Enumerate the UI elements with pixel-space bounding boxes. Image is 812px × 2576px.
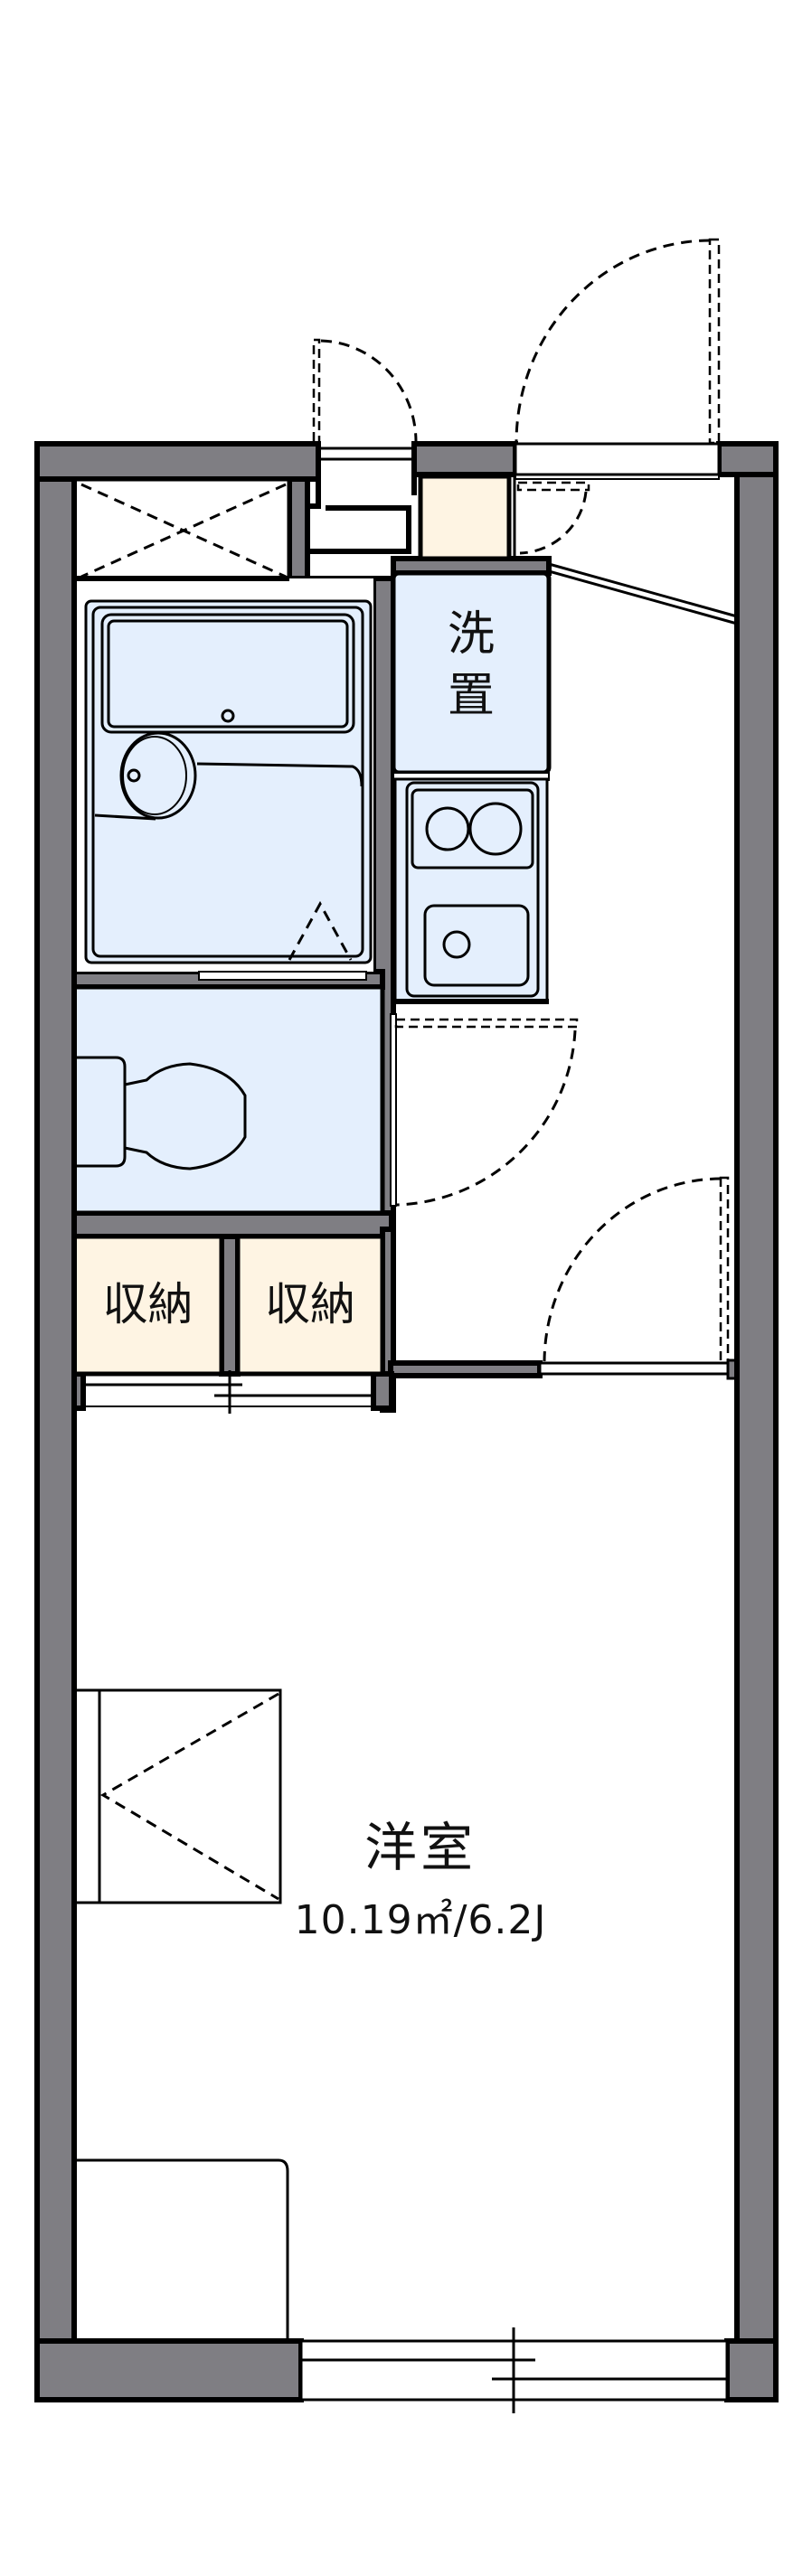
western-room-area: 10.19㎡/6.2J xyxy=(294,1897,547,1943)
storage-right-label: 収納 xyxy=(265,1278,355,1330)
toilet-bowl xyxy=(76,1056,247,1170)
room-closet xyxy=(72,1688,282,1904)
service-door xyxy=(312,338,418,445)
storage-closets xyxy=(71,1234,385,1414)
lower-left-fixture xyxy=(74,2158,289,2341)
unit-bath xyxy=(74,576,373,981)
toilet-room xyxy=(71,984,579,1216)
washer-label-line2: 置 xyxy=(447,669,495,723)
inner-outlines xyxy=(71,475,740,2341)
washbasin xyxy=(94,731,364,821)
washer-label-line1: 洗 xyxy=(447,607,495,662)
exterior-walls xyxy=(34,441,779,2402)
balcony-window xyxy=(299,2327,729,2413)
entrance-door xyxy=(514,238,721,476)
bathtub xyxy=(100,613,355,734)
storage-left-label: 収納 xyxy=(102,1278,194,1330)
room-door xyxy=(538,1176,739,1380)
washing-machine-space xyxy=(391,570,552,781)
washer-space-label: 洗 置 xyxy=(393,604,549,727)
kitchen-sink xyxy=(423,904,530,987)
shaft-door-swing xyxy=(516,481,590,555)
pipe-shaft-niche xyxy=(305,444,417,554)
meter-box xyxy=(418,474,516,561)
void-space xyxy=(71,476,292,581)
stove xyxy=(411,788,534,870)
kitchen xyxy=(393,777,549,1004)
western-room-name: 洋室 xyxy=(364,1817,477,1878)
